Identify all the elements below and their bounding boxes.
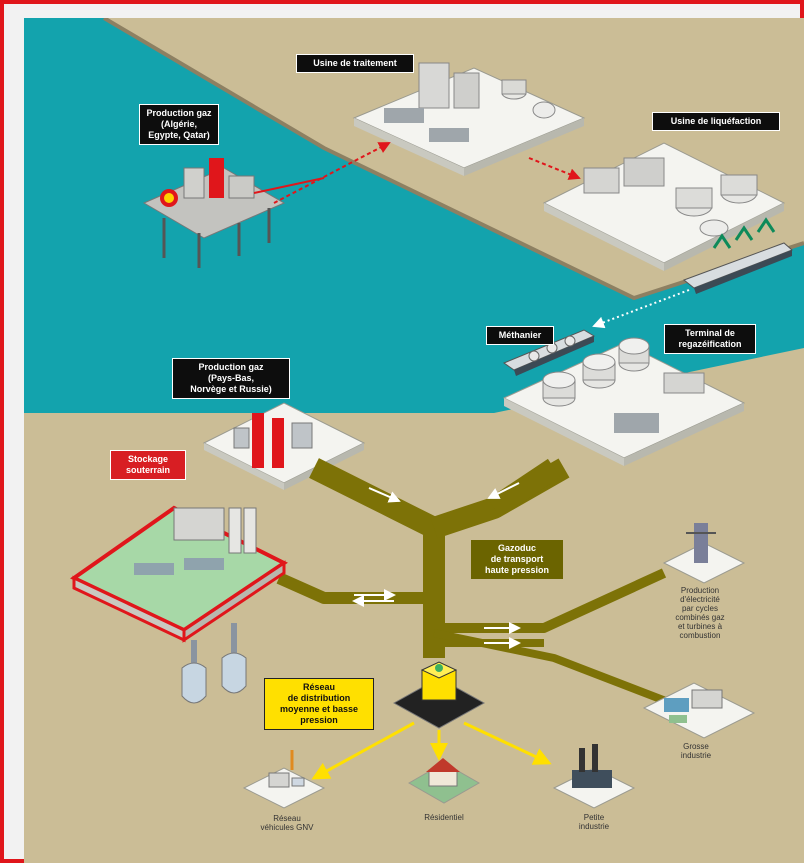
caption-reseau-gnv: Réseau véhicules GNV (260, 814, 314, 832)
label-methanier: Méthanier (486, 326, 554, 345)
pipeline-arrow-onshore (368, 487, 401, 503)
flow-arrow-treatment-liquefaction (528, 157, 581, 180)
label-usine-liquefaction: Usine de liquéfaction (652, 112, 780, 131)
label-production-gaz-offshore: Production gaz (Algérie, Egypte, Qatar) (139, 104, 219, 145)
label-stockage-souterrain: Stockage souterrain (110, 450, 186, 480)
label-gazoduc: Gazoduc de transport haute pression (471, 540, 563, 579)
label-production-gaz-onshore: Production gaz (Pays-Bas, Norvège et Rus… (172, 358, 290, 399)
label-terminal-regazeification: Terminal de regazéification (664, 324, 756, 354)
caption-petite-industrie: Petite industrie (578, 813, 610, 831)
distribution-arrow-small-industry (463, 721, 552, 765)
shipping-route-arrow (592, 289, 690, 329)
residential-house (407, 758, 481, 804)
sea (24, 18, 804, 413)
small-industry-factory (552, 744, 636, 809)
treatment-plant (352, 62, 586, 176)
underground-storage (70, 505, 288, 704)
gas-chain-diagram: Production gaz (Algérie, Egypte, Qatar) … (24, 18, 804, 863)
caption-production-electricite: Production d'électricité par cycles comb… (675, 586, 725, 640)
caption-residentiel: Résidentiel (424, 813, 464, 822)
lng-tanker-top (682, 242, 793, 294)
gnv-station (242, 750, 326, 809)
power-plant (662, 523, 746, 584)
pipeline-network (276, 458, 686, 712)
distribution-hub (392, 661, 486, 729)
regasification-terminal (502, 337, 746, 466)
methanier-ship (502, 329, 596, 376)
caption-grosse-industrie: Grosse industrie (680, 742, 712, 760)
flow-arrow-offshore-treatment (273, 142, 391, 204)
diagram-canvas (24, 18, 804, 863)
label-usine-traitement: Usine de traitement (296, 54, 414, 73)
liquefaction-plant (542, 142, 786, 271)
offshore-platform (142, 158, 325, 268)
large-industry (642, 682, 756, 739)
distribution-arrow-gnv (311, 721, 415, 780)
label-reseau-distribution: Réseau de distribution moyenne et basse … (264, 678, 374, 730)
pipeline-arrow-terminal (487, 482, 520, 499)
